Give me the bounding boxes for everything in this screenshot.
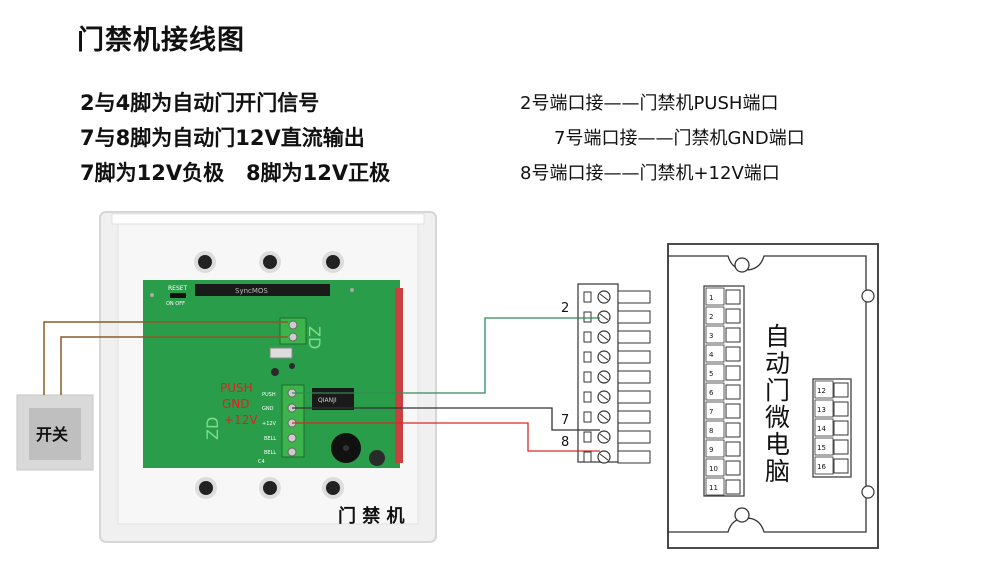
terminal-left: 6 [705,382,741,401]
connector-row [583,450,651,464]
pcb-board: SyncMOS RESET ON OFF ZD PUSH GND +12V BE… [143,280,403,468]
controller-title-char: 动 [765,349,790,378]
connector-block [577,283,651,464]
terminal-left: 3 [705,325,741,344]
zd-top-label: ZD [305,326,324,349]
terminal-right: 13 [814,399,849,418]
terminal-right: 14 [814,418,849,437]
pin-gnd: GND [262,406,274,412]
relay-label: QIANJI [318,397,337,404]
svg-text:2: 2 [709,313,713,321]
svg-text:3: 3 [709,332,713,340]
terminal-right: 16 [814,456,849,475]
connector-row [583,310,651,324]
pin-bell-1: BELL [264,436,276,442]
svg-text:10: 10 [709,465,718,473]
note-right-1: 2号端口接——门禁机PUSH端口 [520,93,779,114]
access-controller-label: 门 禁 机 [338,505,405,527]
terminal-left: 2 [705,306,741,325]
controller-title-char: 微 [765,403,790,432]
wire-8-label: 8 [561,435,569,450]
note-right-3: 8号端口接——门禁机+12V端口 [520,163,780,184]
terminal-left: 7 [705,401,741,420]
switch-wires [43,321,288,395]
pin-bell-2: BELL [264,450,276,456]
controller-title-char: 门 [765,376,790,405]
push-label: PUSH [220,381,253,395]
svg-text:15: 15 [817,444,826,452]
connector-row [583,410,651,424]
terminal-left: 1 [705,287,741,306]
note-left-2: 7与8脚为自动门12V直流输出 [80,126,365,150]
notes-left: 2与4脚为自动门开门信号 7与8脚为自动门12V直流输出 7脚为12V负极 8脚… [80,86,390,191]
chip-label: SyncMOS [235,287,268,295]
notes-right: 2号端口接——门禁机PUSH端口 7号端口接——门禁机GND端口 8号端口接——… [520,86,805,191]
controller-title-char: 脑 [765,457,790,486]
pin-12v: +12V [262,421,277,427]
terminal-right: 12 [814,380,849,399]
terminal-left: 8 [705,420,741,439]
svg-text:14: 14 [817,425,826,433]
signal-wires [292,317,600,452]
terminal-left: 4 [705,344,741,363]
plus12v-label: +12V [224,413,258,427]
connector-row [583,370,651,384]
svg-text:8: 8 [709,427,713,435]
c4-label: C4 [258,459,265,465]
switch-label: 开关 [36,425,68,444]
note-right-2: 7号端口接——门禁机GND端口 [554,128,805,149]
svg-text:5: 5 [709,370,713,378]
svg-text:16: 16 [817,463,826,471]
on-off-label: ON OFF [166,301,185,307]
connector-row [583,350,651,364]
wire-7-label: 7 [561,413,569,428]
connector-row [583,330,651,344]
note-left-3: 7脚为12V负极 8脚为12V正极 [80,161,391,185]
connector-row [583,290,651,304]
svg-text:9: 9 [709,446,713,454]
connector-row [583,390,651,404]
svg-text:4: 4 [709,351,714,359]
svg-text:7: 7 [709,408,713,416]
switch-box: 开关 [16,394,94,471]
terminal-left: 5 [705,363,741,382]
controller-title-char: 电 [765,430,790,459]
terminal-left: 10 [705,458,741,477]
svg-text:11: 11 [709,484,718,492]
controller-title-char: 自 [765,322,790,351]
note-left-1: 2与4脚为自动门开门信号 [80,91,320,115]
svg-text:6: 6 [709,389,714,397]
pin-push: PUSH [262,392,276,398]
zd-bottom-label: ZD [203,417,222,440]
terminal-left: 9 [705,439,741,458]
connector-row [583,430,651,444]
terminal-right: 15 [814,437,849,456]
diagram-title: 门禁机接线图 [77,25,245,56]
wire-2-label: 2 [561,301,569,316]
svg-text:13: 13 [817,406,826,414]
gnd-label: GND [222,397,250,411]
terminal-left: 11 [705,477,741,496]
reset-label: RESET [168,285,188,292]
svg-text:1: 1 [709,294,713,302]
svg-text:12: 12 [817,387,826,395]
